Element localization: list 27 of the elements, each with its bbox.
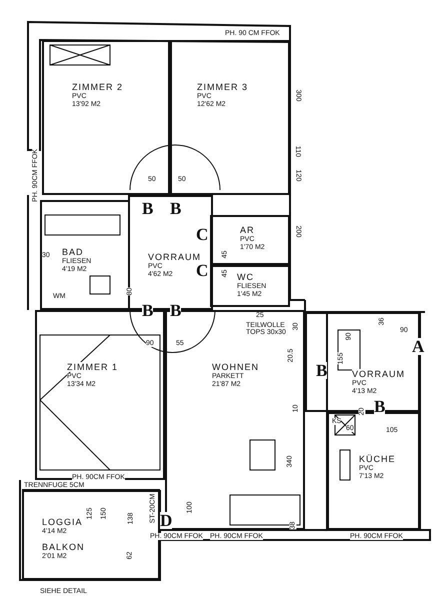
room-name: WOHNEN [212, 362, 259, 372]
room-name: BALKON [42, 542, 85, 552]
room-name: AR [240, 225, 255, 235]
room-name: WC [237, 272, 254, 282]
room-outline [210, 265, 290, 307]
door-marker: B [142, 200, 154, 217]
door-marker: B [374, 398, 386, 415]
room-name: ZIMMER 1 [67, 362, 118, 372]
door-marker: C [196, 262, 208, 279]
door-marker: C [196, 226, 208, 243]
room-outline [40, 200, 130, 310]
room-name: KÜCHE [359, 454, 396, 464]
door-marker: B [170, 200, 182, 217]
room-name: LOGGIA [42, 517, 83, 527]
room-name: VORRAUM [352, 369, 406, 379]
room-name: ZIMMER 3 [197, 82, 248, 92]
door-marker: B [142, 302, 154, 319]
door-marker: B [170, 302, 182, 319]
room-name: BAD [62, 247, 84, 257]
door-marker: B [316, 362, 328, 379]
room-outline [42, 40, 170, 195]
room-name: ZIMMER 2 [72, 82, 124, 92]
room-outline [170, 40, 290, 195]
door-marker: D [160, 512, 172, 529]
door-marker: A [412, 338, 424, 355]
room-outline [210, 215, 290, 265]
room-name: VORRAUM [148, 252, 202, 262]
